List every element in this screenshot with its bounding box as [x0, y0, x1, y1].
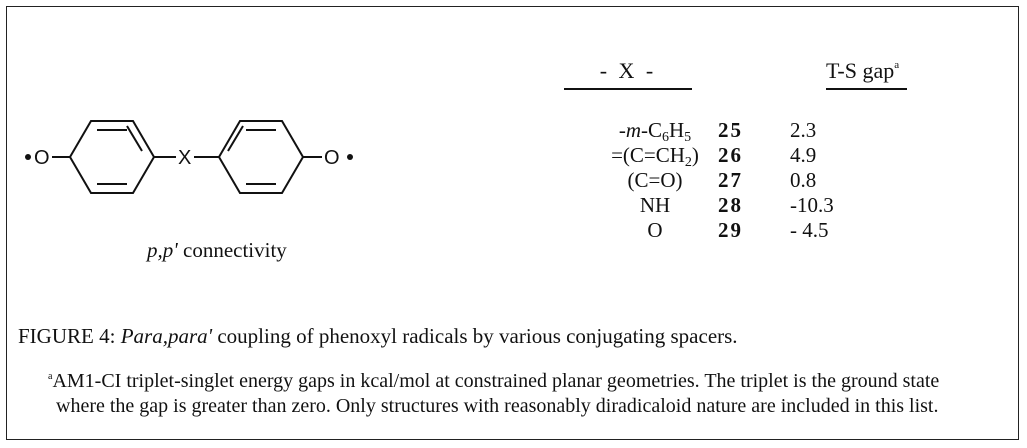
- column-header-gap: T-S gapa: [826, 58, 899, 84]
- figure-caption-italic: Para,para': [120, 324, 213, 348]
- gap-value: 0.8: [790, 168, 817, 192]
- compound-number: 28: [718, 193, 743, 217]
- figure-label: FIGURE 4:: [18, 324, 116, 348]
- radical-dot-left: [25, 154, 31, 160]
- gap-value: - 4.5: [790, 218, 829, 242]
- gap-value: -10.3: [790, 193, 834, 217]
- compound-number: 25: [718, 118, 743, 142]
- right-benzene-ring: [217, 120, 305, 194]
- column-header-x: - X -: [599, 58, 657, 83]
- connectivity-text: connectivity: [183, 238, 287, 262]
- spacer-cell: -m-C6H5: [618, 118, 692, 145]
- gap-header-text: T-S gap: [826, 58, 895, 83]
- column-rule-gap: [826, 88, 907, 90]
- gap-value: 4.9: [790, 143, 817, 167]
- left-benzene-ring: [68, 120, 156, 194]
- footnote-marker: a: [48, 371, 53, 382]
- radical-dot-right: [347, 154, 353, 160]
- footnote: aAM1-CI triplet-singlet energy gaps in k…: [48, 364, 976, 419]
- connectivity-label: p,p' connectivity: [147, 238, 287, 263]
- compound-number: 27: [718, 168, 743, 192]
- compound-number: 29: [718, 218, 743, 242]
- figure-caption-rest: coupling of phenoxyl radicals by various…: [217, 324, 738, 348]
- figure-caption: FIGURE 4: Para,para' coupling of phenoxy…: [18, 324, 738, 349]
- gap-header-note: a: [894, 59, 900, 71]
- column-rule-x: [564, 88, 692, 90]
- right-oxygen: O: [324, 147, 340, 169]
- spacer-cell: (C=O): [627, 168, 683, 192]
- figure-frame: [6, 6, 1019, 440]
- spacer-x: X: [178, 147, 191, 169]
- footnote-text: AM1-CI triplet-singlet energy gaps in kc…: [52, 370, 940, 417]
- connectivity-prefix: p,p': [147, 238, 178, 262]
- gap-value: 2.3: [790, 118, 817, 142]
- spacer-cell: NH: [639, 193, 671, 217]
- left-oxygen: O: [34, 147, 50, 169]
- spacer-cell: =(C=CH2): [611, 143, 699, 170]
- molecule-structure: O X O: [25, 120, 353, 194]
- compound-number: 26: [718, 143, 743, 167]
- spacer-cell: O: [647, 218, 663, 242]
